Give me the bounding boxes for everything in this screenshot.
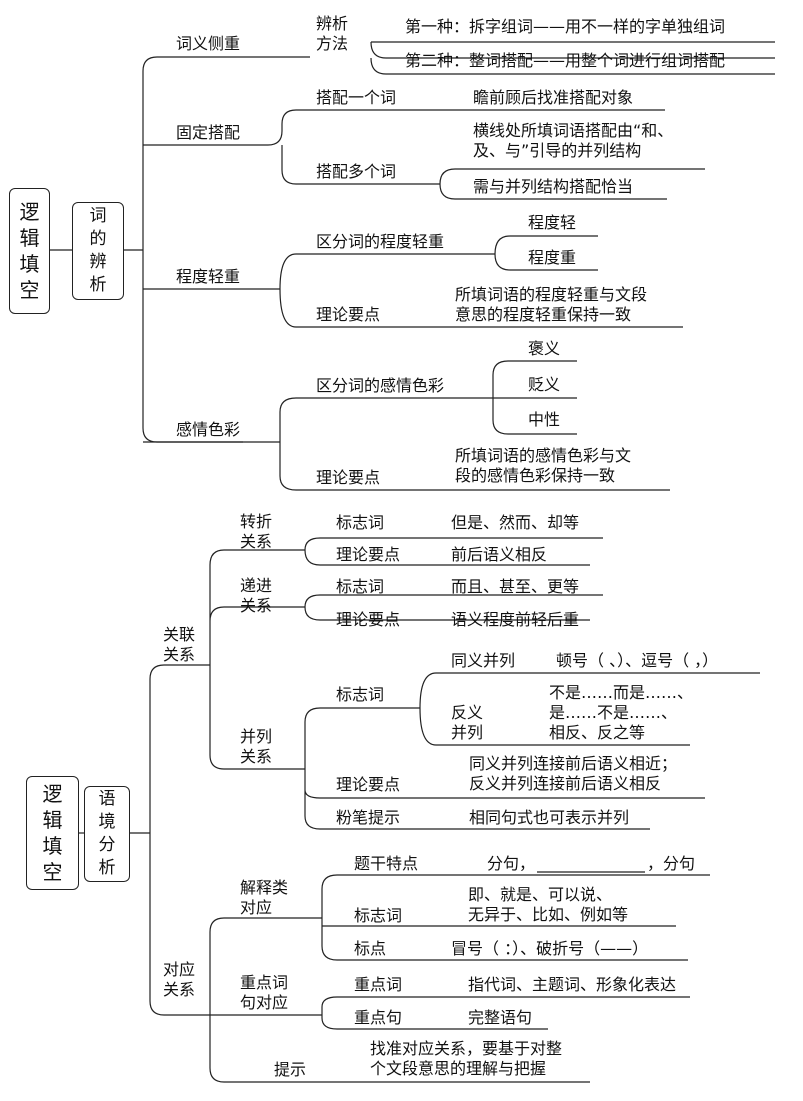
b1-method-bracket bbox=[370, 41, 775, 75]
explain-mark: 标志词 bbox=[354, 906, 403, 925]
bottom-main-label: 语境分析 bbox=[98, 789, 116, 878]
b3-heavy: 程度重 bbox=[528, 248, 577, 267]
b4-theory: 理论要点 bbox=[316, 468, 381, 487]
key-word-note: 指代词、主题词、形象化表达 bbox=[468, 975, 677, 994]
top-main-label: 词的辨析 bbox=[89, 206, 107, 295]
bottom-root-box: 逻辑填空 bbox=[26, 776, 79, 890]
explain-feature-right: ，分句 bbox=[647, 854, 696, 873]
b4-positive: 褒义 bbox=[528, 339, 561, 358]
corr-tip: 提示 bbox=[274, 1060, 307, 1079]
b2-many-note-2: 需与并列结构搭配恰当 bbox=[473, 177, 634, 196]
b2-title: 固定搭配 bbox=[176, 123, 241, 142]
b3-light: 程度轻 bbox=[528, 213, 577, 232]
para-mark-bracket bbox=[419, 672, 760, 746]
para-antonym-note: 不是……而是……、 是……不是……、 相反、反之等 bbox=[549, 683, 694, 742]
prog-theory-note: 语义程度前轻后重 bbox=[451, 610, 580, 629]
key-word: 重点词 bbox=[354, 975, 403, 994]
bottom-main-bracket bbox=[149, 664, 210, 1016]
key-title: 重点词 句对应 bbox=[240, 973, 289, 1012]
corr-tip-note: 找准对应关系，要基于对整 个文段意思的理解与把握 bbox=[370, 1039, 563, 1078]
b3-theory: 理论要点 bbox=[316, 305, 381, 324]
turn-bracket bbox=[304, 537, 603, 566]
turn-mark-note: 但是、然而、却等 bbox=[451, 513, 580, 532]
b3-bracket bbox=[279, 253, 683, 328]
para-bracket bbox=[304, 707, 705, 830]
para-chalk-tip: 粉笔提示 bbox=[336, 808, 401, 827]
explain-title: 解释类 对应 bbox=[240, 878, 289, 917]
para-theory-note: 同义并列连接前后语义相近； 反义并列连接前后语义相反 bbox=[469, 754, 678, 793]
bottom-main-box: 语境分析 bbox=[84, 786, 130, 882]
explain-punct: 标点 bbox=[354, 939, 387, 958]
b1-method-2: 第二种：整词搭配——用整个词进行组词搭配 bbox=[405, 51, 726, 70]
turn-mark: 标志词 bbox=[336, 513, 385, 532]
para-antonym: 反义 并列 bbox=[451, 703, 484, 742]
top-main-box: 词的辨析 bbox=[72, 202, 124, 300]
b4-distinguish: 区分词的感情色彩 bbox=[316, 376, 445, 395]
b4-title: 感情色彩 bbox=[176, 420, 241, 439]
turn-theory-note: 前后语义相反 bbox=[451, 545, 548, 564]
b3-distinguish: 区分词的程度轻重 bbox=[316, 232, 445, 251]
key-bracket bbox=[321, 996, 690, 1030]
b3-title: 程度轻重 bbox=[176, 267, 241, 286]
b2-one-note: 瞻前顾后找准搭配对象 bbox=[473, 88, 634, 107]
bottom-root-label: 逻辑填空 bbox=[42, 782, 63, 884]
b4-neutral: 中性 bbox=[528, 410, 561, 429]
b3-level-bracket bbox=[494, 235, 598, 271]
prog-mark-note: 而且、甚至、更等 bbox=[451, 577, 580, 596]
b2-one-label: 搭配一个词 bbox=[316, 88, 397, 107]
b4-emotion-bracket bbox=[492, 360, 577, 435]
para-title: 并列 关系 bbox=[240, 727, 273, 766]
prog-mark: 标志词 bbox=[336, 577, 385, 596]
para-theory: 理论要点 bbox=[336, 775, 401, 794]
b4-theory-note: 所填词语的感情色彩与文 段的感情色彩保持一致 bbox=[455, 446, 632, 485]
corr-title: 对应 关系 bbox=[163, 960, 196, 999]
b2-many-note-1: 横线处所填词语搭配由“和、 及、与”引导的并列结构 bbox=[473, 121, 674, 160]
top-main-bracket bbox=[142, 56, 243, 443]
b4-negative: 贬义 bbox=[528, 375, 561, 394]
prog-bracket bbox=[304, 594, 603, 621]
para-chalk-note: 相同句式也可表示并列 bbox=[469, 808, 630, 827]
b2-many-bracket bbox=[439, 168, 705, 200]
corr-bracket bbox=[209, 917, 590, 1083]
b4-bracket bbox=[279, 397, 670, 491]
explain-feature: 题干特点 bbox=[354, 854, 419, 873]
top-root-label: 逻辑填空 bbox=[19, 200, 40, 302]
para-mark: 标志词 bbox=[336, 685, 385, 704]
b1-method-label: 辨析 方法 bbox=[316, 14, 349, 53]
turn-title: 转折 关系 bbox=[240, 512, 273, 551]
key-sentence: 重点句 bbox=[354, 1008, 403, 1027]
rel-bracket bbox=[209, 549, 305, 770]
para-synonym: 同义并列 bbox=[451, 651, 516, 670]
b3-theory-note: 所填词语的程度轻重与文段 意思的程度轻重保持一致 bbox=[455, 285, 648, 324]
para-synonym-note: 顿号（ 、）、逗号（ ，） bbox=[556, 651, 719, 670]
b2-bracket bbox=[253, 109, 665, 185]
prog-title: 递进 关系 bbox=[240, 576, 273, 615]
b1-method-1: 第一种：拆字组词——用不一样的字单独组词 bbox=[405, 17, 726, 36]
top-root-box: 逻辑填空 bbox=[9, 188, 50, 314]
b2-many-label: 搭配多个词 bbox=[316, 162, 397, 181]
explain-mark-note: 即、就是、可以说、 无异于、比如、例如等 bbox=[468, 885, 629, 924]
rel-title: 关联 关系 bbox=[163, 625, 196, 664]
key-sentence-note: 完整语句 bbox=[468, 1008, 533, 1027]
prog-theory: 理论要点 bbox=[336, 610, 401, 629]
explain-feature-left: 分句， bbox=[487, 854, 536, 873]
explain-bracket bbox=[321, 874, 710, 961]
turn-theory: 理论要点 bbox=[336, 545, 401, 564]
explain-punct-note: 冒号（ ：）、破折号（——） bbox=[451, 939, 649, 958]
b1-title: 词义侧重 bbox=[176, 34, 241, 53]
